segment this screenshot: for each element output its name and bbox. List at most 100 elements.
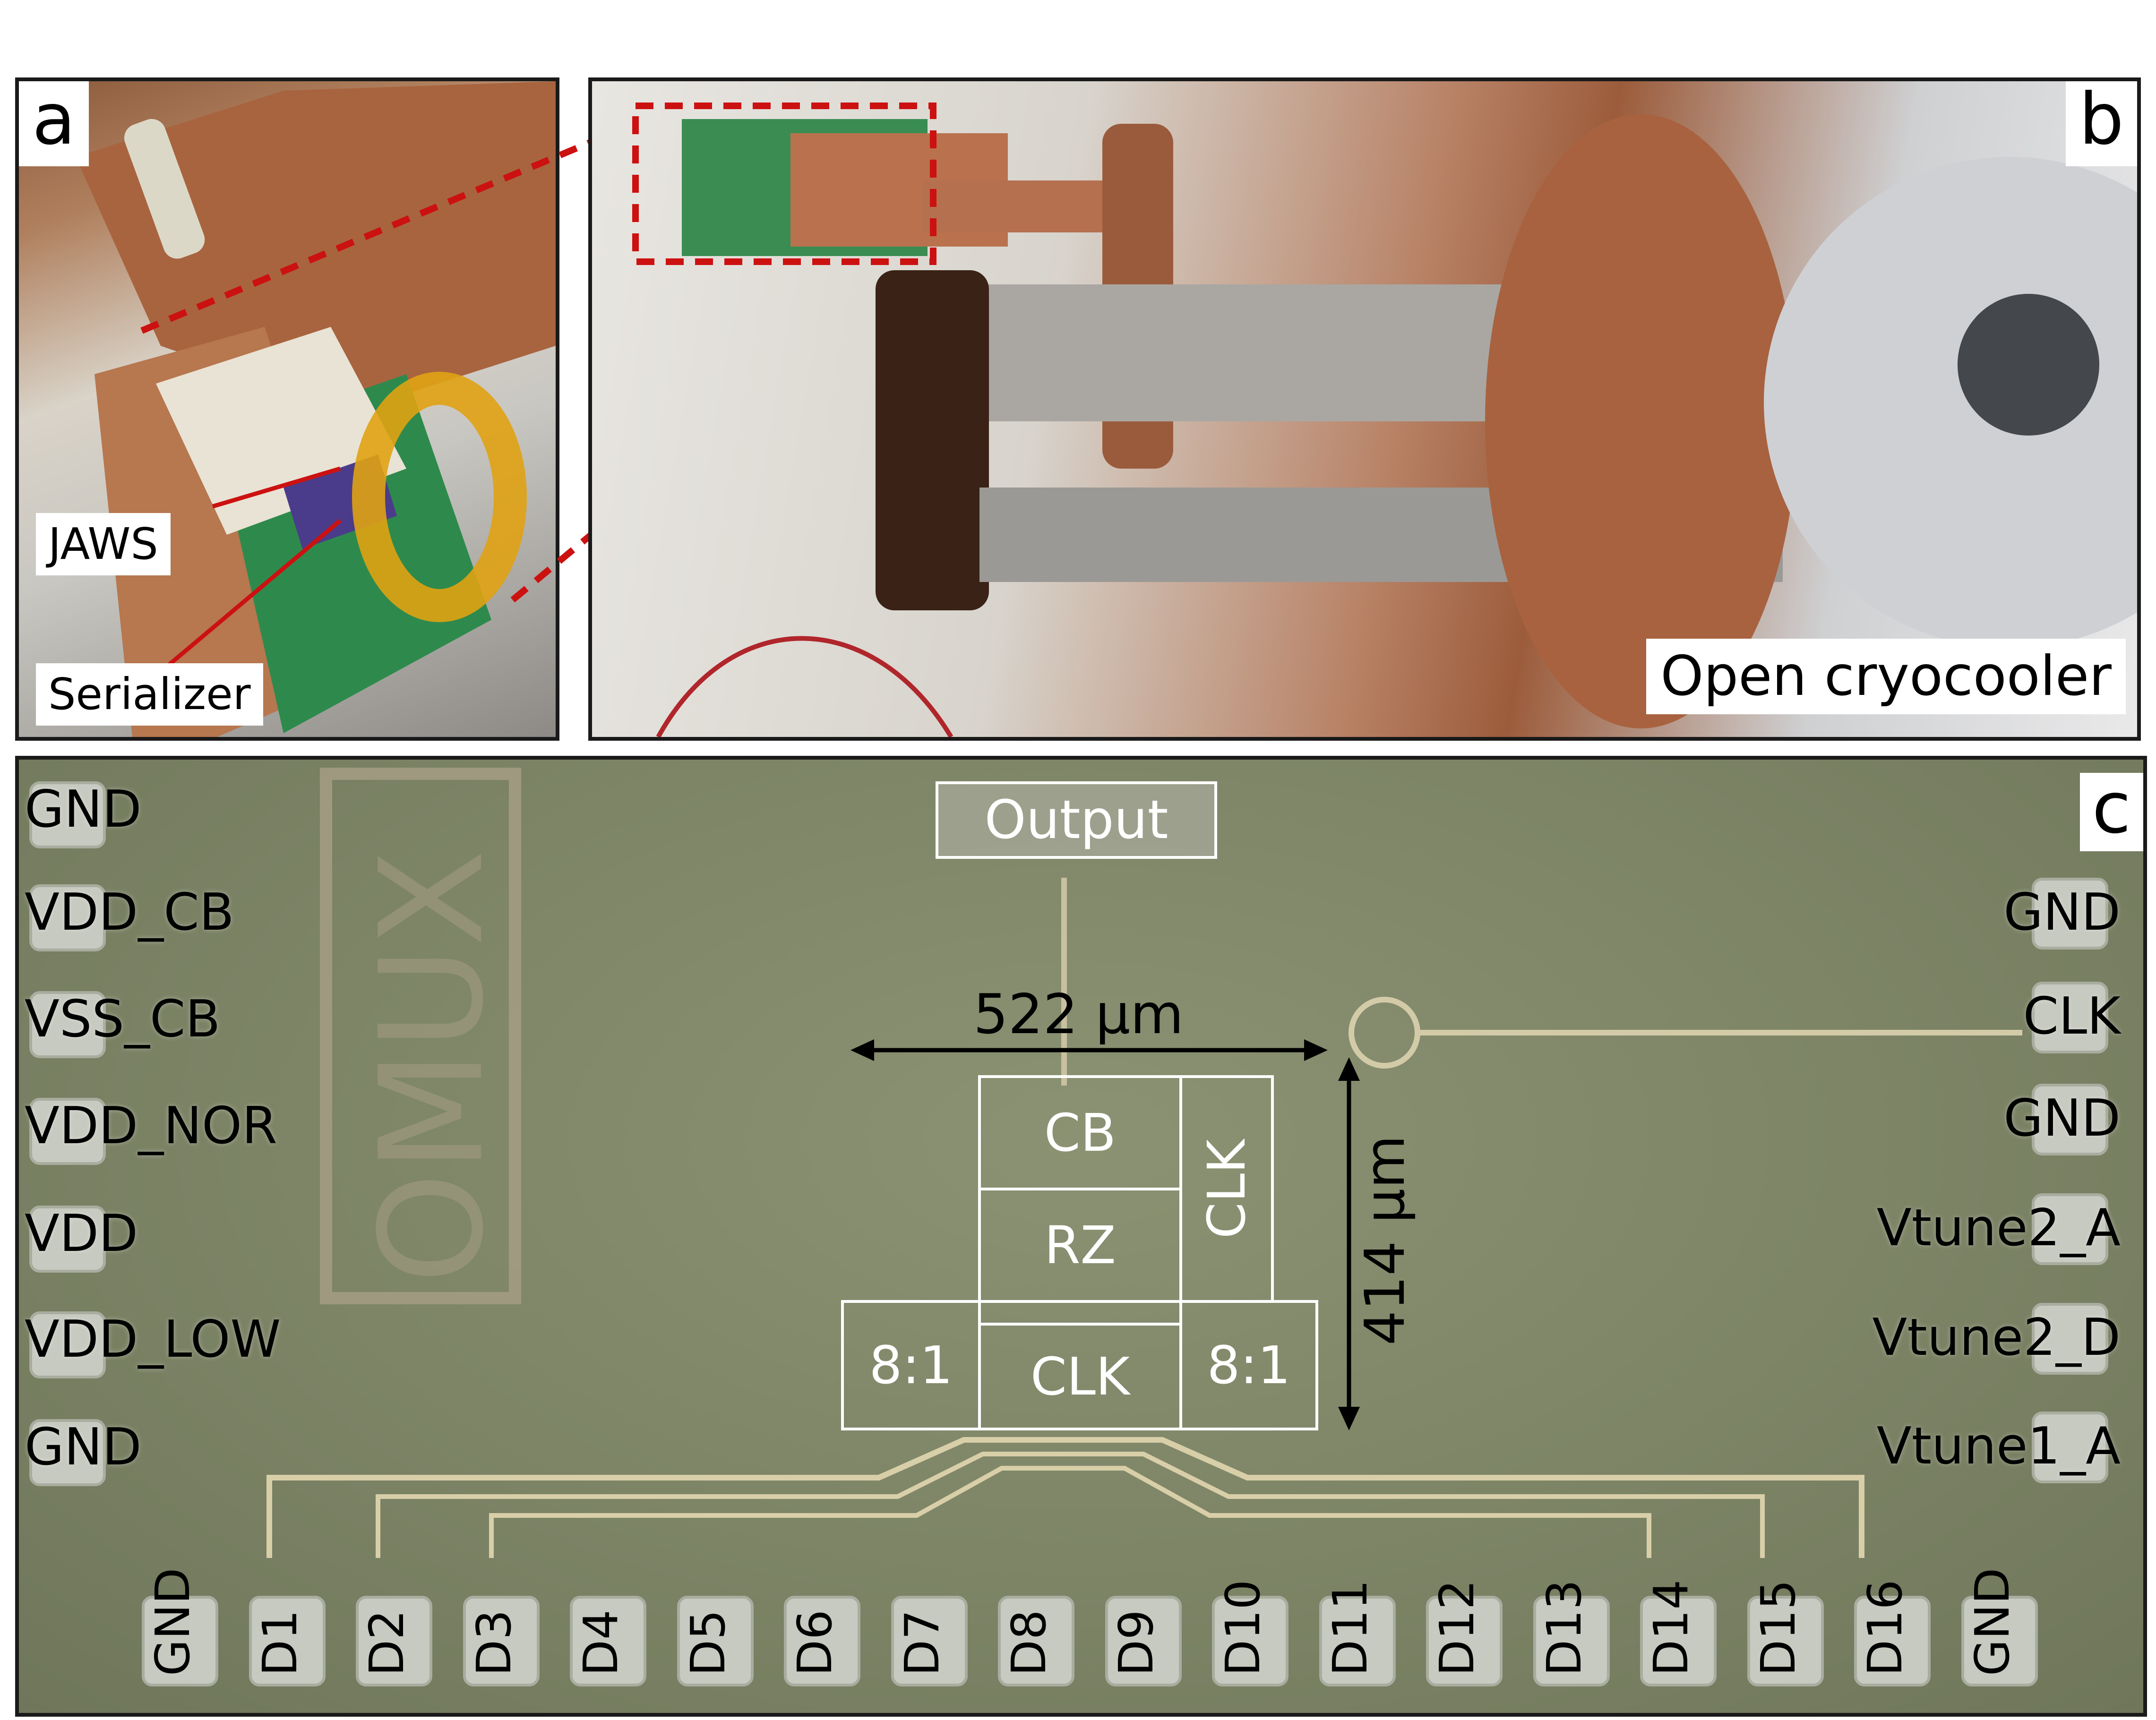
panel-b-letter: b: [2065, 81, 2137, 166]
right-pad-label: CLK: [2023, 987, 2121, 1046]
bond-pad: [891, 1596, 968, 1686]
left-pad-label: VDD_LOW: [25, 1310, 281, 1369]
data-bus-mid: [376, 1452, 1765, 1558]
height-arrow-bottom: [1338, 1407, 1360, 1430]
bottom-pad-label: D16: [1857, 1579, 1913, 1676]
bond-pad: [2032, 1084, 2108, 1155]
left-pad-label: VSS_CB: [25, 990, 221, 1049]
bond-pad: [29, 781, 106, 848]
bond-pad: [1854, 1596, 1931, 1686]
chip-traces: [266, 768, 2022, 1558]
bond-pad: [998, 1596, 1074, 1686]
bond-pad: [2032, 1303, 2108, 1375]
bottom-pad-label: D7: [894, 1609, 950, 1676]
sma-connector: [124, 119, 205, 259]
omux-watermark: OMUX: [350, 849, 515, 1284]
bottom-pad-label: D15: [1750, 1579, 1806, 1676]
clk-bottom-block: CLK: [978, 1323, 1182, 1430]
panel-a-photo: a JAWS Serializer: [15, 77, 559, 741]
mux-left-block: 8:1: [841, 1300, 981, 1430]
bond-pad: [29, 991, 106, 1058]
cb-block: CB: [978, 1075, 1182, 1190]
red-cable: [656, 636, 953, 737]
height-dimension-label: 414 μm: [1353, 1135, 1417, 1345]
rz-block: RZ: [978, 1188, 1182, 1303]
left-pad-label: GND: [25, 780, 142, 839]
bond-pad: [677, 1596, 754, 1686]
stage-cylinder-top: [904, 284, 1509, 421]
bond-pad: [2032, 1193, 2108, 1265]
bottom-pad-label: D1: [252, 1609, 308, 1676]
highlight-box: [632, 103, 936, 265]
bond-pad: [356, 1596, 432, 1686]
bottom-pad-label: D3: [466, 1609, 522, 1676]
bond-pad: [463, 1596, 540, 1686]
left-pad-label: VDD_NOR: [25, 1096, 278, 1155]
panel-b-photo: b Open cryocooler: [588, 77, 2141, 741]
right-pad-label: Vtune2_D: [1872, 1308, 2121, 1367]
panel-c-chip-micrograph: OMUX Output c 522 μm 414 μm CB RZ CLK 8:…: [15, 756, 2147, 1717]
bottom-pad-label: D13: [1536, 1579, 1592, 1676]
bond-pad: [1533, 1596, 1610, 1686]
bottom-pad-label: D4: [573, 1609, 628, 1676]
bottom-pad-label: D9: [1108, 1609, 1164, 1676]
copper-block: [76, 81, 556, 412]
output-pad-label: Output: [936, 781, 1217, 859]
panel-b-illustration: [632, 103, 2137, 737]
bond-pad: [1640, 1596, 1717, 1686]
width-arrow-left: [850, 1039, 874, 1061]
jaws-callout: JAWS: [36, 513, 171, 575]
serializer-arrow: [159, 519, 342, 674]
bond-pad: [29, 1206, 106, 1273]
cold-plate: [1485, 114, 1797, 728]
bond-pad: [249, 1596, 326, 1686]
outer-flange: [1764, 157, 2137, 648]
panel-c-letter: c: [2079, 773, 2143, 851]
zoom-line-top: [140, 117, 644, 334]
flange-port: [1958, 294, 2099, 436]
bond-pad: [29, 1098, 106, 1165]
right-pad-label: GND: [2003, 1089, 2121, 1148]
bottom-pad-label: D10: [1215, 1579, 1271, 1676]
data-bus-inner: [489, 1466, 1651, 1558]
bond-pad: [2032, 982, 2108, 1053]
dark-cylinder: [876, 270, 989, 610]
panel-a-illustration: [76, 81, 556, 737]
serializer-callout: Serializer: [36, 663, 263, 726]
left-pad-label: GND: [25, 1418, 142, 1477]
panel-a-letter: a: [19, 81, 89, 166]
bond-pad: [784, 1596, 860, 1686]
left-pad-label: VDD_CB: [25, 883, 234, 942]
bottom-pad-label: D6: [787, 1609, 842, 1676]
bond-pad: [29, 1419, 106, 1486]
bond-pad: [29, 884, 106, 951]
bottom-pad-label: D14: [1643, 1579, 1699, 1676]
height-arrow-top: [1338, 1057, 1360, 1081]
bottom-pad-label: D2: [359, 1609, 414, 1676]
left-pad-label: VDD: [25, 1204, 138, 1263]
right-pad-label: GND: [2003, 883, 2121, 942]
bond-pad: [1961, 1596, 2038, 1686]
bottom-pad-label: D12: [1429, 1579, 1485, 1676]
kapton-coax: [352, 372, 527, 622]
data-bus-outer: [266, 1437, 1864, 1558]
bond-pad: [1319, 1596, 1396, 1686]
clk-ring: [1349, 997, 1420, 1069]
right-pad-label: Vtune1_A: [1876, 1417, 2121, 1476]
bond-pad: [2032, 878, 2108, 950]
bottom-pad-label: D11: [1322, 1579, 1378, 1676]
clk-block-top-edge: [978, 1300, 1182, 1326]
open-cryocooler-callout: Open cryocooler: [1646, 639, 2126, 714]
bond-pad: [29, 1311, 106, 1378]
bond-pad: [570, 1596, 646, 1686]
width-dimension-label: 522 μm: [973, 983, 1184, 1046]
bond-pad: [142, 1596, 218, 1686]
jaws-arrow: [212, 466, 341, 509]
clk-vertical-label: CLK: [1196, 1139, 1257, 1239]
bond-pad: [1212, 1596, 1288, 1686]
bottom-pad-label: GND: [145, 1567, 200, 1676]
bond-pad: [1426, 1596, 1503, 1686]
bottom-pad-label: GND: [1964, 1567, 2020, 1676]
bottom-pad-label: D5: [680, 1609, 736, 1676]
mux-right-block: 8:1: [1179, 1300, 1318, 1430]
